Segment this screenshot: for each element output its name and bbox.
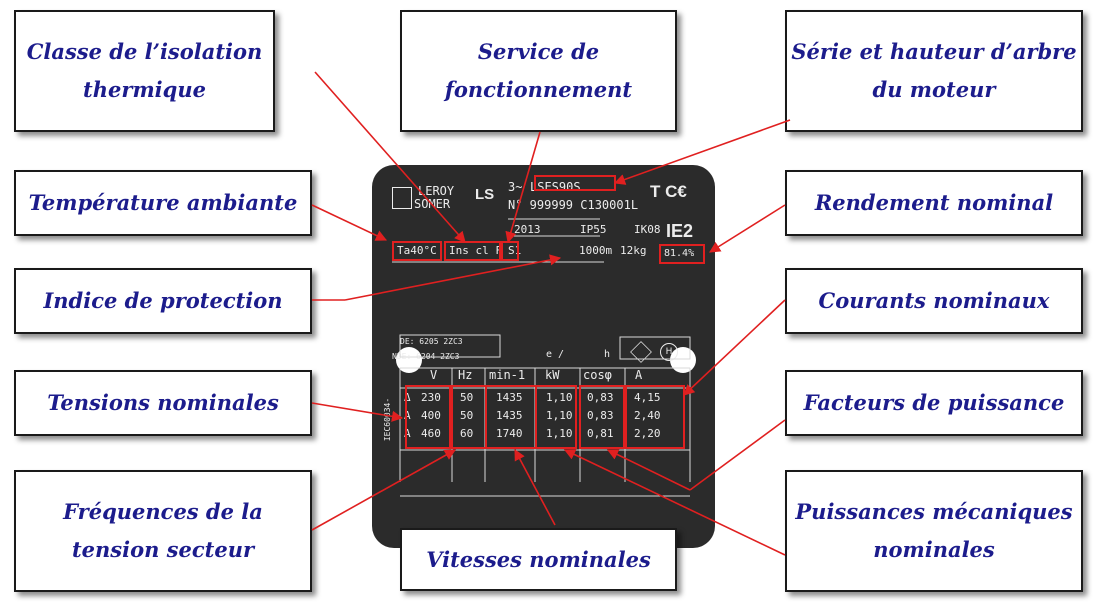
voltage-cell: 400 (421, 409, 441, 422)
label-courants: Courants nominaux (785, 268, 1083, 334)
motor-nameplate: LEROY SOMER LS 3~ LSES90S N° 999999 C130… (372, 165, 715, 548)
cosphi-cell: 0,81 (587, 427, 614, 440)
voltage-cell: 230 (421, 391, 441, 404)
weight-value: 12kg (620, 244, 647, 257)
col-header-v: V (430, 368, 438, 382)
label-facteurs: Facteurs de puissance (785, 370, 1083, 436)
current-cell: 2,20 (634, 427, 661, 440)
col-header-kw: kW (545, 368, 560, 382)
altitude-value: 1000m (579, 244, 613, 257)
conn-symbol: A (404, 409, 411, 422)
year-value: 2013 (514, 223, 541, 236)
label-service: Service de fonctionnement (400, 10, 677, 132)
efficiency-value: 81.4% (664, 248, 695, 259)
ip-value: IP55 (580, 223, 607, 236)
insulation-class-value: Ins cl F (449, 244, 502, 257)
conn-symbol: Δ (404, 391, 411, 404)
brand-line-2: SOMER (414, 197, 451, 211)
bearing-de: DE: 6205 2ZC3 (400, 337, 463, 346)
ls-logo: LS (475, 186, 495, 203)
cosphi-cell: 0,83 (587, 391, 614, 404)
label-temperature: Température ambiante (14, 170, 312, 236)
serial-number: N° 999999 C130001L (508, 198, 639, 212)
frequency-cell: 50 (460, 391, 474, 404)
label-indice: Indice de protection (14, 268, 312, 334)
bearing-nde: NDE: 6204 2ZC3 (392, 352, 460, 361)
service-value: S1 (508, 244, 522, 257)
ex-symbol-icon (630, 341, 652, 363)
current-cell: 4,15 (634, 391, 661, 404)
power-cell: 1,10 (546, 391, 573, 404)
col-header-hz: Hz (458, 368, 473, 382)
cosphi-cell: 0,83 (587, 409, 614, 422)
header-extra-h: h (604, 349, 611, 360)
power-cell: 1,10 (546, 427, 573, 440)
col-header-a: A (635, 368, 643, 382)
phase-symbol: 3~ (508, 180, 523, 194)
label-serie: Série et hauteur d’arbre du moteur (785, 10, 1083, 132)
leroy-somer-logo-icon (392, 187, 412, 209)
label-tensions: Tensions nominales (14, 370, 312, 436)
label-puissances: Puissances mécaniques nominales (785, 470, 1083, 592)
ambient-temperature-value: Ta40°C (397, 244, 437, 257)
ik-value: IK08 (634, 223, 661, 236)
h-circle-icon: H (660, 343, 678, 361)
label-frequences: Fréquences de la tension secteur (14, 470, 312, 592)
current-cell: 2,40 (634, 409, 661, 422)
iec-side-text: IEC60034- (383, 397, 393, 442)
conn-symbol: A (404, 427, 411, 440)
speed-cell: 1435 (496, 391, 523, 404)
label-vitesses: Vitesses nominales (400, 528, 677, 591)
voltage-cell: 460 (421, 427, 441, 440)
label-rendement: Rendement nominal (785, 170, 1083, 236)
speed-cell: 1740 (496, 427, 523, 440)
speed-cell: 1435 (496, 409, 523, 422)
frequency-cell: 60 (460, 427, 474, 440)
ce-mark: T C€ (650, 182, 687, 201)
header-extra-e: e / (546, 349, 565, 360)
col-header-cos: cosφ (583, 368, 612, 382)
frequency-cell: 50 (460, 409, 474, 422)
series-value: LSES90S (530, 180, 581, 194)
power-cell: 1,10 (546, 409, 573, 422)
label-classe-isolation: Classe de l’isolation thermique (14, 10, 275, 132)
ie-class: IE2 (666, 221, 694, 241)
col-header-rpm: min-1 (489, 368, 526, 382)
